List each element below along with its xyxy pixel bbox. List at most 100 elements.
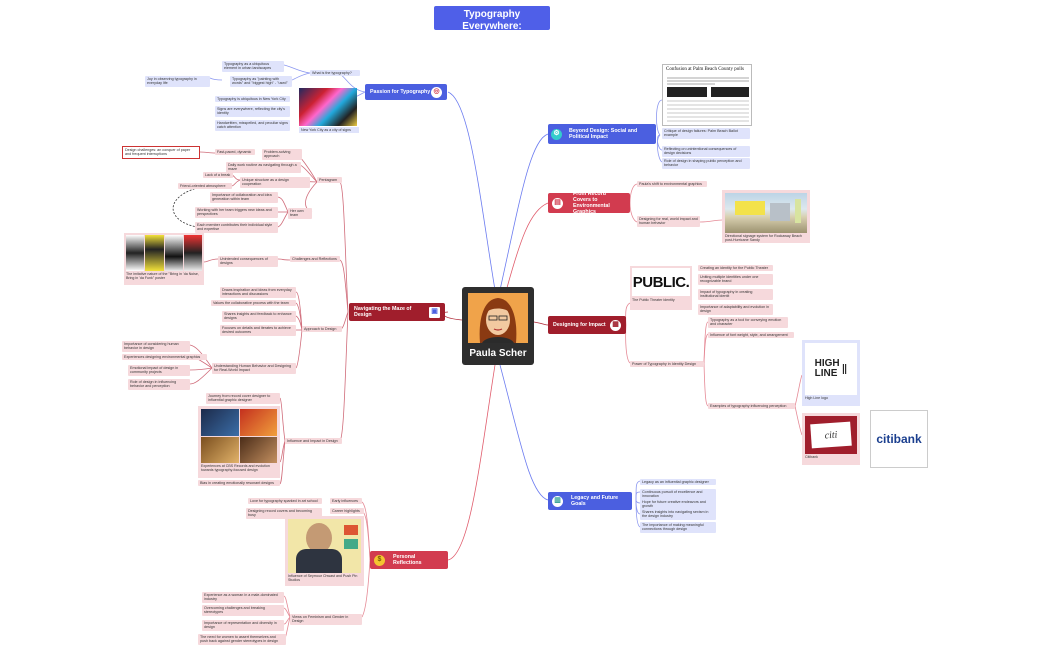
branch-record-covers[interactable]: From Record Covers to Environmental Grap…	[548, 190, 630, 216]
branch-designing-for-impact[interactable]: Designing for Impact ▦	[548, 316, 626, 334]
rockaway-photo	[725, 193, 807, 233]
node-lack-of-break[interactable]: Lack of a break	[203, 172, 233, 179]
node-emotional-impact[interactable]: Emotional impact of design in community …	[128, 365, 190, 376]
node-examples-perception[interactable]: Examples of typography influencing perce…	[708, 403, 795, 410]
node-continuous-pursuit[interactable]: Continuous pursuit of excellence and inn…	[640, 489, 716, 500]
node-adaptability[interactable]: Importance of adaptability and evolution…	[698, 304, 773, 315]
node-signs-everywhere[interactable]: Signs are everywhere, reflecting the cit…	[215, 106, 290, 117]
node-representation-diversity[interactable]: Importance of representation and diversi…	[202, 620, 284, 631]
high-line-caption: High Line logo	[805, 396, 828, 400]
node-breaking-stereotypes[interactable]: Overcoming challenges and breaking stere…	[202, 605, 284, 616]
branch-personal-reflections[interactable]: Personal Reflections $	[370, 551, 448, 569]
citibank-wordmark: citibank	[876, 432, 922, 446]
central-topic[interactable]: Paula Scher	[462, 287, 534, 365]
rockaway-signage-photo[interactable]: Directional signage system for Rockaway …	[722, 190, 810, 243]
branch-label: Beyond Design: Social and Political Impa…	[569, 127, 638, 140]
branch-label: From Record Covers to Environmental Grap…	[573, 190, 610, 216]
books-icon: ▥	[552, 495, 563, 507]
branch-legacy-future-goals[interactable]: Legacy and Future Goals ▥	[548, 492, 632, 510]
palm-beach-ballot-document[interactable]: Confusion at Palm Beach County polls	[662, 64, 752, 126]
branch-label: Navigating the Maze of Design	[354, 305, 412, 318]
node-joy-observing[interactable]: Joy in observing typography in everyday …	[145, 76, 210, 87]
node-draws-inspiration[interactable]: Draws inspiration and ideas from everyda…	[220, 287, 296, 298]
node-friend-oriented[interactable]: Friend-oriented atmosphere	[178, 183, 232, 190]
branch-beyond-design[interactable]: Beyond Design: Social and Political Impa…	[548, 124, 656, 144]
node-legacy-influential[interactable]: Legacy as an influential graphic designe…	[640, 479, 716, 486]
node-pentagram[interactable]: Pentagram	[317, 177, 342, 184]
node-daily-work[interactable]: Daily work routine as navigating through…	[226, 162, 301, 173]
node-institutional-identity[interactable]: Impact of typography in creating institu…	[698, 289, 773, 300]
central-topic-label: Paula Scher	[469, 347, 527, 359]
times-square-image[interactable]	[299, 88, 357, 126]
node-design-challenges-left[interactable]: Design challenges: an conquer of paper a…	[122, 146, 200, 159]
node-meaningful-connections[interactable]: The importance of making meaningful conn…	[640, 522, 716, 533]
bring-da-noise-posters-card[interactable]: The imitative nature of the "Bring in 'd…	[124, 233, 204, 285]
branch-label: Designing for Impact	[553, 321, 606, 328]
node-nyc-ubiquitous[interactable]: Typography is ubiquitous in New York Cit…	[215, 96, 290, 103]
node-journey-record-cover[interactable]: Journey from record cover designer to in…	[206, 393, 280, 404]
node-challenges-reflections[interactable]: Challenges and Reflections	[290, 256, 340, 263]
posters-caption: The imitative nature of the "Bring in 'd…	[126, 272, 199, 281]
cbs-records-image-card[interactable]: Experiences at CBS Records and evolution…	[198, 406, 280, 478]
branch-navigating-maze[interactable]: Navigating the Maze of Design ▣	[349, 303, 445, 321]
high-line-rails-icon: ǁ	[841, 361, 848, 377]
node-influencing-behavior[interactable]: Role of design in influencing behavior a…	[128, 379, 190, 390]
citi-napkin-sketch: citi	[810, 421, 852, 449]
chwast-caption: Influence of Seymour Chwast and Push Pin…	[288, 574, 358, 583]
dollar-coin-icon: $	[374, 554, 385, 566]
node-designing-record-covers[interactable]: Designing record covers and becoming bus…	[246, 508, 322, 519]
node-views-feminism[interactable]: Views on Feminism and Gender in Design	[290, 614, 362, 625]
node-shift-environmental[interactable]: Paula's shift to environmental graphics	[637, 181, 707, 188]
node-creating-identity[interactable]: Creating an identity for the Public Thea…	[698, 265, 773, 272]
node-bias-emotional[interactable]: Bias in creating emotionally resonant de…	[198, 480, 280, 487]
node-real-world-impact[interactable]: Designing for real, world impact and hum…	[637, 216, 700, 227]
node-fast-paced[interactable]: Fast-paced, dynamic	[215, 149, 255, 156]
node-what-is-typography[interactable]: What is the typography?	[310, 70, 360, 77]
node-influence-impact[interactable]: Influence and Impact in Design	[285, 438, 342, 445]
node-shaping-perception[interactable]: Role of design in shaping public percept…	[662, 158, 750, 169]
cbs-caption: Experiences at CBS Records and evolution…	[201, 464, 270, 473]
node-unintended-consequences[interactable]: Unintended consequences of designs	[218, 256, 278, 267]
node-focuses-details[interactable]: Focuses on details and iterates to achie…	[220, 325, 296, 336]
node-career-highlights[interactable]: Career highlights	[330, 508, 364, 515]
branch-passion-for-typography[interactable]: Passion for Typography ◎	[365, 84, 447, 100]
node-navigating-sexism[interactable]: Shares insights into navigating sexism i…	[640, 509, 716, 520]
node-woman-male-dominated[interactable]: Experience as a woman in a male-dominate…	[202, 592, 284, 603]
node-love-typography[interactable]: Love for typography sparked in art schoo…	[248, 498, 322, 505]
posters-image	[126, 235, 202, 271]
node-unintentional-consequences[interactable]: Reflecting on unintentional consequences…	[662, 146, 750, 157]
node-working-with-team[interactable]: Working with her team triggers new ideas…	[195, 207, 278, 218]
high-line-logo-card[interactable]: HIGH LINE ǁ High Line logo	[802, 340, 860, 406]
node-problem-solving[interactable]: Problem-solving approach	[262, 149, 302, 160]
node-unique-structure[interactable]: Unique structure as a design cooperation	[240, 177, 310, 188]
node-women-assert[interactable]: The need for women to assert themselves …	[198, 634, 286, 645]
node-shares-insights[interactable]: Shares insights and feedback to enhance …	[222, 311, 296, 322]
node-team-contributes[interactable]: Each member contributes their individual…	[195, 222, 278, 233]
chwast-photo-card[interactable]: Influence of Seymour Chwast and Push Pin…	[285, 516, 364, 586]
node-conveying-emotion[interactable]: Typography as a tool for conveying emoti…	[708, 317, 788, 328]
node-uniting-identities[interactable]: Uniting multiple identities under one re…	[698, 274, 773, 285]
node-future-endeavors[interactable]: Hope for future creative endeavors and g…	[640, 499, 716, 510]
node-font-weight[interactable]: Influence of font weight, style, and arr…	[708, 332, 794, 339]
node-values-collaboration[interactable]: Values the collaborative process with th…	[211, 300, 296, 307]
document-icon: ▤	[552, 197, 563, 209]
gear-icon: ⚙	[551, 128, 562, 140]
citibank-logo[interactable]: citibank	[870, 410, 928, 468]
node-typography-ubiquitous[interactable]: Typography as a ubiquitous element in ur…	[222, 61, 284, 72]
node-approach-to-design[interactable]: Approach to Design	[302, 326, 342, 333]
node-environmental-graphics[interactable]: Experiences designing environmental grap…	[122, 354, 207, 361]
node-power-of-typography[interactable]: Power of Typography in Identity Design	[630, 361, 704, 368]
public-theater-logo-card[interactable]: PUBLIC. The Public Theater identity	[630, 266, 692, 310]
citi-logo-card[interactable]: citi Citibank	[802, 413, 860, 465]
nyc-caption: New York City as a city of signs	[299, 127, 359, 134]
node-her-own-team[interactable]: Her own team	[288, 208, 312, 219]
node-critique-palm-beach[interactable]: Critique of design failures: Palm Beach …	[662, 128, 750, 139]
node-handwritten-signs[interactable]: Handwritten, misspelled, and peculiar si…	[215, 120, 290, 131]
branch-label: Passion for Typography	[370, 88, 431, 95]
node-human-behavior-importance[interactable]: Importance of considering human behavior…	[122, 341, 190, 352]
node-painting-with-words[interactable]: Typography as "painting with words" and …	[230, 76, 292, 87]
document-headline: Confusion at Palm Beach County polls	[666, 67, 744, 72]
node-understanding-human-behavior[interactable]: Understanding Human Behavior and Designi…	[212, 363, 296, 374]
node-early-influences[interactable]: Early influences	[330, 498, 362, 505]
node-collaboration-importance[interactable]: Importance of collaboration and idea gen…	[210, 192, 278, 203]
